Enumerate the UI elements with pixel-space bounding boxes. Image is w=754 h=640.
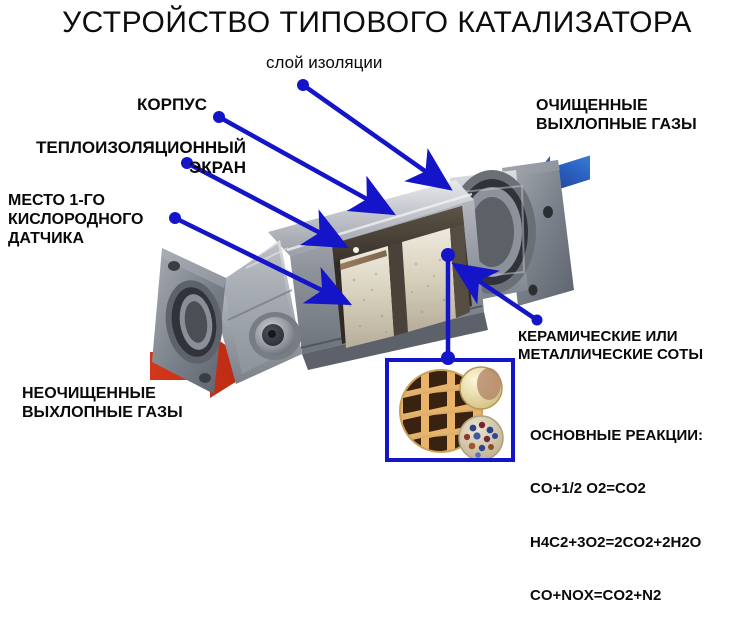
reactions-block: ОСНОВНЫЕ РЕАКЦИИ: CO+1/2 O2=CO2 H4C2+3O2… (530, 392, 703, 640)
page-title: УСТРОЙСТВО ТИПОВОГО КАТАЛИЗАТОРА (62, 6, 692, 39)
honeycomb-illustration (399, 366, 504, 458)
label-honeycomb: КЕРАМИЧЕСКИЕ ИЛИ МЕТАЛЛИЧЕСКИЕ СОТЫ (518, 328, 704, 363)
label-insulation: слой изоляции (266, 53, 383, 72)
reaction-equation-2: H4C2+3O2=2CO2+2H2O (530, 533, 702, 551)
reactions-heading: ОСНОВНЫЕ РЕАКЦИИ: (530, 427, 704, 445)
substrate-cutaway (332, 206, 472, 348)
label-dirty-exhaust: НЕОЧИЩЕННЫЕ ВЫХЛОПНЫЕ ГАЗЫ (22, 385, 183, 421)
detail-coating-sphere (459, 366, 503, 410)
oxygen-sensor-boss (249, 312, 301, 360)
label-clean-exhaust: ОЧИЩЕННЫЕ ВЫХЛОПНЫЕ ГАЗЫ (536, 97, 697, 133)
honeycomb-inset-box (385, 358, 515, 462)
diagram-canvas: УСТРОЙСТВО ТИПОВОГО КАТАЛИЗАТОРА (8, 6, 704, 604)
reaction-equation-1: CO+1/2 O2=CO2 (530, 480, 646, 498)
detail-particles-sphere (458, 415, 504, 458)
label-oxygen-sensor: МЕСТО 1-ГО КИСЛОРОДНОГО ДАТЧИКА (8, 192, 144, 247)
label-body: КОРПУС (137, 95, 208, 114)
label-heat-shield: ТЕПЛОИЗОЛЯЦИОННЫЙ ЭКРАН (36, 138, 246, 178)
reaction-equation-3: CO+NOX=CO2+N2 (530, 586, 662, 604)
